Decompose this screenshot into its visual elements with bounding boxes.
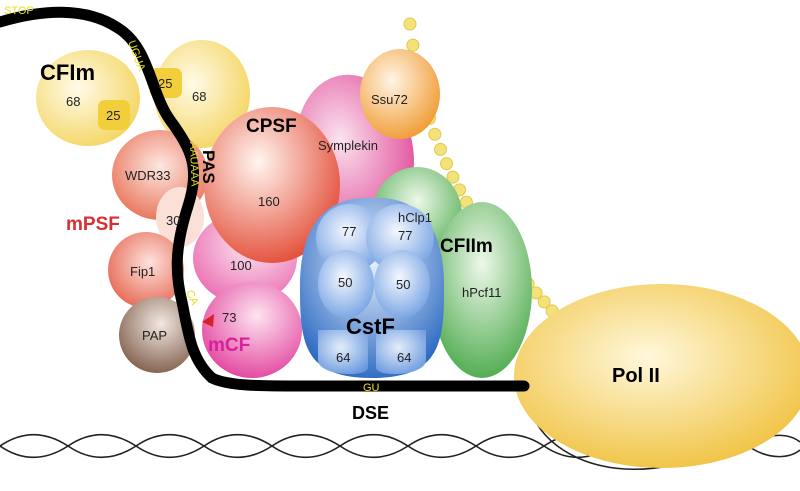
fip1-subunit [108,232,184,308]
cfim-68-right-label: 68 [192,89,206,104]
ssu72-subunit [360,49,440,139]
cstf-complex [299,197,445,378]
pol2-label: Pol II [612,365,660,387]
wdr33-label: WDR33 [125,168,171,183]
cfim-25-top-label: 25 [158,76,172,91]
gu-label: GU [363,382,380,394]
cfim-68-right-subunit [154,40,250,148]
pas-label: PAS [199,150,218,184]
cstf-64-left-label: 64 [336,350,350,365]
cstf-77-right-label: 77 [398,228,412,243]
pol2-subunit [514,284,800,468]
fip1-label: Fip1 [130,264,155,279]
cstf-50-right-label: 50 [396,277,410,292]
cfim-25-bottom-label: 25 [106,108,120,123]
cfim-68-left-label: 68 [66,94,80,109]
ca-label: CA [183,288,200,307]
cpsf-160-subunit [204,107,340,263]
hpcf11-label: hPcf11 [462,285,502,300]
cstf-77-left-label: 77 [342,224,356,239]
cpsf-73-label: 73 [222,310,236,325]
aauaaa-label: AAUAAA [187,142,201,188]
cpsf-160-label: 160 [258,194,280,209]
stop-label: STOP [4,5,34,17]
symplekin-label: Symplekin [318,138,378,153]
cpsf-label: CPSF [246,116,297,137]
cfiim-label: CFIIm [440,236,493,257]
ctd-bead [403,17,417,31]
cstf-label: CstF [346,314,395,339]
hpcf11-subunit [432,202,532,378]
rna-strand [0,6,530,392]
ctd-bead [434,142,447,156]
cfim-label: CFIm [40,60,95,85]
pap-subunit [119,297,195,373]
cstf-64-right-label: 64 [397,350,411,365]
cfim-25-bottom-subunit [98,100,130,130]
pap-label: PAP [142,328,167,343]
cpsf-100-label: 100 [230,258,252,273]
ctd-bead [406,38,420,52]
ctd-bead [446,170,460,184]
cpsf-30-label: 30 [166,213,180,228]
hclp1-label: hClp1 [398,210,432,225]
cleavage-site-arrow [202,314,214,327]
mpsf-label: mPSF [66,214,120,235]
ctd-bead [428,127,442,141]
ctd-bead [440,157,453,171]
ctd-bead [537,295,551,309]
mcf-label: mCF [208,335,250,356]
cpsf-73-subunit [202,282,302,378]
dse-label: DSE [352,403,389,423]
ssu72-label: Ssu72 [371,92,408,107]
cstf-50-left-label: 50 [338,275,352,290]
